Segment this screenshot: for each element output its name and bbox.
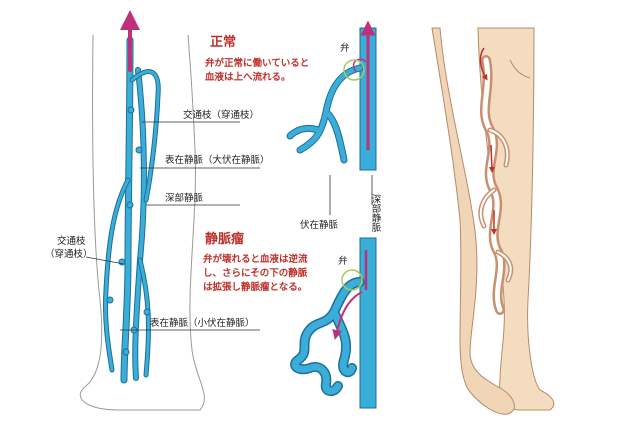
deep-vein-bottom: [359, 237, 377, 409]
label-deep-vein-vertical: 深部静脈: [370, 194, 382, 233]
varicose-text-3: は拡張し静脈瘤となる。: [203, 281, 307, 293]
left-leader-lines: [85, 121, 260, 331]
valve-circle-top: [343, 59, 365, 81]
varicose-title: 静脈瘤: [205, 231, 244, 247]
normal-text-2: 血液は上へ流れる。: [205, 71, 291, 83]
normal-title: 正常: [210, 34, 236, 50]
label-superficial-great: 表在静脈（大伏在静脈）: [165, 154, 270, 166]
right-leg: [431, 27, 555, 415]
label-superficial-small: 表在静脈（小伏在静脈）: [150, 317, 255, 329]
label-saphenous-vein: 伏在静脈: [300, 219, 339, 231]
label-valve-bottom: 弁: [338, 255, 348, 267]
left-leg-outline: [79, 34, 205, 411]
label-perforator-left-1: 交通枝: [57, 235, 86, 247]
valve-circle-bottom: [341, 269, 363, 291]
normal-text-1: 弁が正常に働いていると: [205, 57, 309, 69]
label-perforator-top: 交通枝（穿通枝）: [183, 109, 259, 121]
right-leg-skin-front: [431, 27, 515, 415]
label-perforator-left-2: （穿通枝）: [45, 248, 93, 260]
label-valve-top: 弁: [340, 42, 350, 54]
left-leg: [79, 34, 205, 411]
varicose-text-2: し、さらにその下の静脈: [203, 267, 308, 279]
varicose-text-1: 弁が壊れると血液は逆流: [203, 253, 308, 265]
varicose-valve-section: 静脈瘤 弁が壊れると血液は逆流 し、さらにその下の静脈 は拡張し静脈瘤となる。 …: [203, 231, 377, 409]
label-deep-vein: 深部静脈: [165, 192, 204, 204]
normal-valve-section: 正常 弁が正常に働いていると 血液は上へ流れる。 弁: [205, 20, 377, 171]
left-veins: [102, 10, 161, 384]
